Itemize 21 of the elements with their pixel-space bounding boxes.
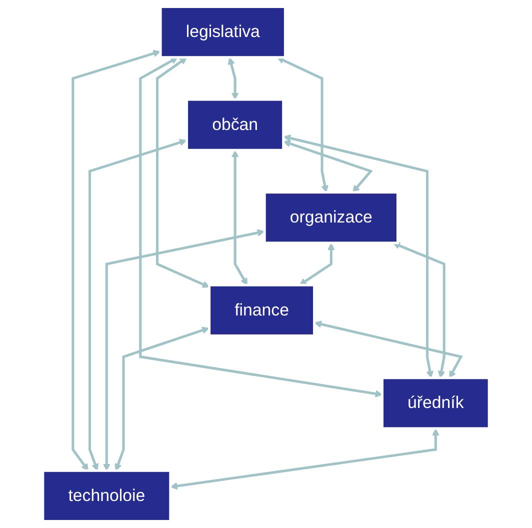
node-box: technoloie <box>42 469 172 523</box>
arrow <box>231 150 248 286</box>
node-box: legislativa <box>159 5 286 59</box>
arrow <box>170 428 440 490</box>
arrow <box>114 326 210 471</box>
arrow <box>299 242 335 286</box>
arrow <box>392 242 446 378</box>
arrow <box>276 56 328 193</box>
arrow <box>156 57 210 288</box>
arrow <box>228 57 239 100</box>
node-box: úředník <box>380 376 490 430</box>
arrow <box>314 320 463 378</box>
arrow <box>283 140 373 193</box>
node-box: občan <box>186 98 285 152</box>
arrow <box>283 134 434 378</box>
arrow <box>139 57 383 398</box>
arrow <box>88 138 187 471</box>
arrow <box>72 50 161 471</box>
arrow <box>102 229 265 471</box>
node-box: finance <box>208 284 316 337</box>
node-box: organizace <box>263 191 399 244</box>
